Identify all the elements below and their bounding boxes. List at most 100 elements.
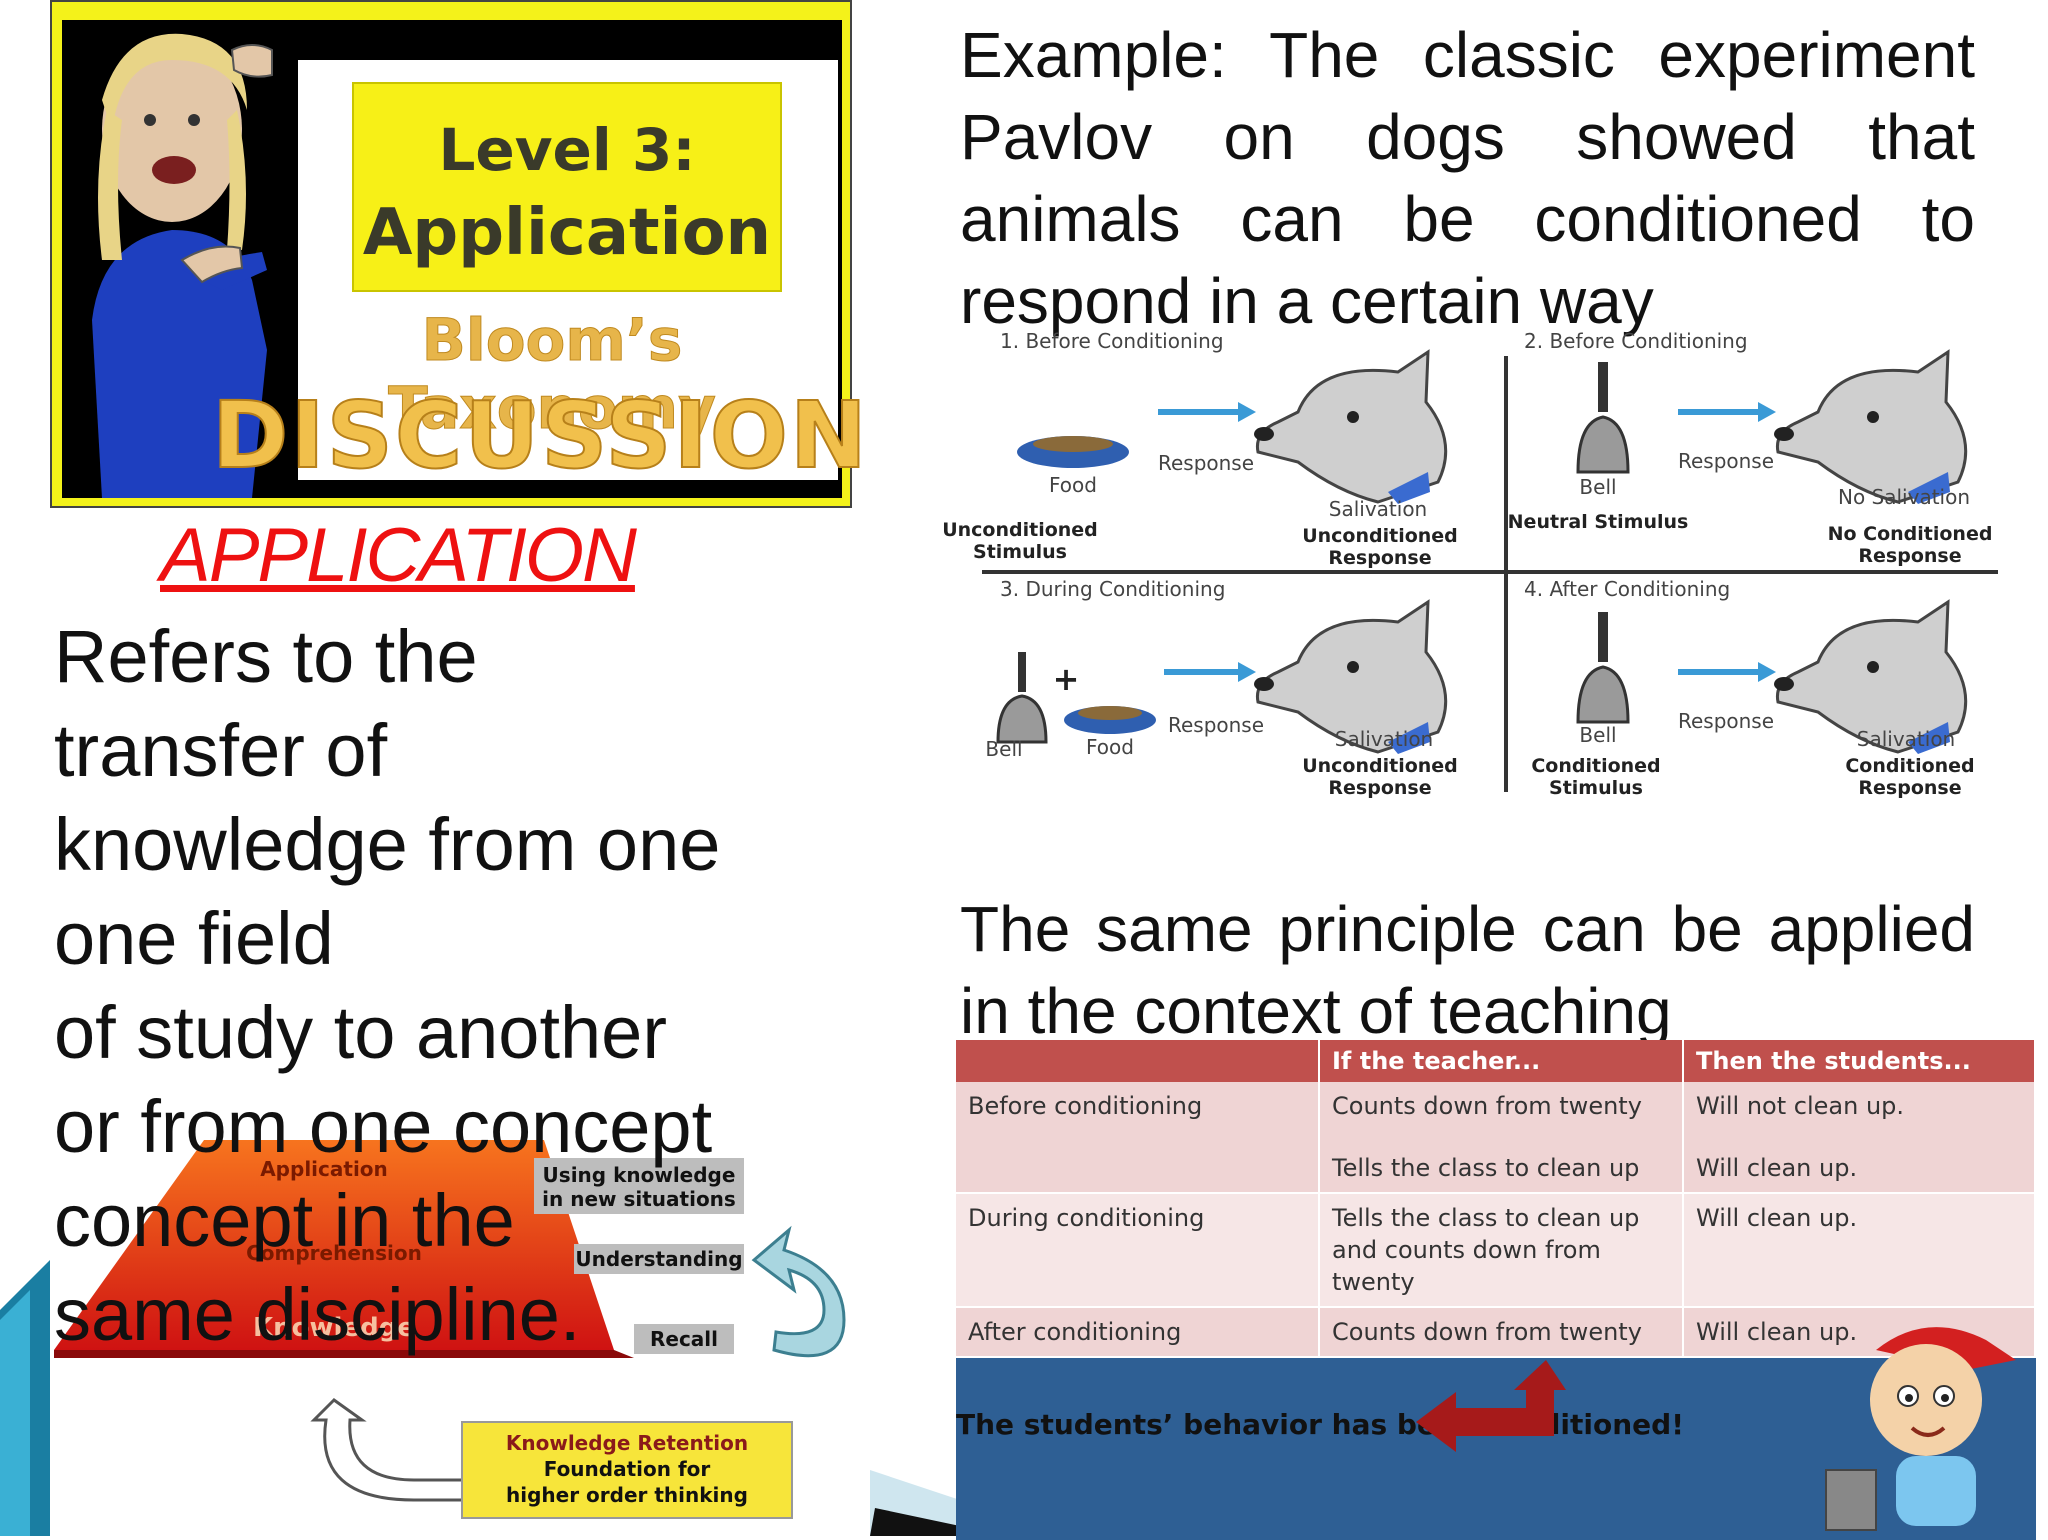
level-label: Level 3: [438,116,696,184]
panel2-right-label1: No Conditioned [1828,523,1993,545]
tag-understanding [574,1244,744,1274]
panel-before-conditioning-1: 1. Before Conditioning Food Response Unc… [942,329,1458,569]
table-cell: Will not clean up. Will clean up. [1683,1082,2036,1194]
student-response: Will not clean up. [1696,1092,1905,1120]
panel4-right-label2: Response [1858,777,1961,799]
table-row: After conditioning Counts down from twen… [956,1307,2036,1358]
discussion-label: DISCUSSION [211,381,869,490]
teacher-action: Counts down from twenty [1332,1318,1642,1346]
teacher-action: Counts down from twenty [1332,1092,1642,1120]
table-cell: Will clean up. [1683,1193,2036,1308]
panel1-object: Food [1049,473,1097,497]
panel4-right-label1: Conditioned [1845,755,1974,777]
student-response: Will clean up. [1696,1154,1858,1182]
panel3-plus: + [1053,660,1080,698]
tag-understanding-label: Understanding [575,1247,742,1271]
pyramid-level-comprehension: Comprehension [246,1241,422,1265]
panel4-left-label1: Conditioned [1531,755,1660,777]
table-cell: Before conditioning [956,1082,1320,1194]
definition-line: concept in the [54,1179,515,1262]
slide-accent-bottom [870,1470,960,1536]
bloom-banner: Level 3: Application Bloom’s Taxonomy DI… [50,0,868,508]
dog-head-icon [1774,599,1968,754]
pavlov-example: Example: The classic experiment Pavlov o… [960,19,1975,337]
panel1-left-label1: Unconditioned [942,519,1098,541]
conditioned-banner: The students’ behavior has been conditio… [956,1408,1684,1441]
table-cell: Tells the class to clean up and counts d… [1319,1193,1684,1308]
panel-during-conditioning: 3. During Conditioning Bell + Food Respo… [985,577,1457,799]
slide-accent-left [0,1260,50,1536]
taxonomy-label: Bloom’s Taxonomy [388,306,717,443]
panel3-object1: Bell [985,737,1022,761]
panel3-right-label2: Response [1328,777,1431,799]
definition-line: Refers to the [54,615,478,698]
panel1-arrow: Response [1158,451,1254,475]
bell-icon [996,652,1048,744]
table-header: If the teacher... [1319,1040,1684,1082]
student-response: Will clean up. [1696,1204,1858,1232]
application-heading: APPLICATION [160,513,637,598]
panel3-object2: Food [1086,735,1134,759]
application-definition: Refers to the transfer of knowledge from… [54,610,814,1362]
table-header: Then the students... [1683,1040,2036,1082]
dog-head-icon [1254,349,1448,504]
retention-title: Knowledge Retention [506,1431,748,1455]
phase-label: After conditioning [968,1318,1182,1346]
pavlov-diagram: 1. Before Conditioning Food Response Unc… [942,329,1998,799]
tag-using-line2: in new situations [542,1187,736,1211]
panel1-result: Salivation [1329,497,1427,521]
panel3-arrow: Response [1168,713,1264,737]
level-title: Application [362,196,772,270]
panel3-right-label1: Unconditioned [1302,755,1458,777]
pyramid-level-application: Application [260,1157,388,1181]
definition-line: of study to another [54,991,667,1074]
panel-after-conditioning: 4. After Conditioning Bell Response Cond… [1524,577,1975,799]
panel3-title: 3. During Conditioning [1000,577,1225,601]
table-cell: After conditioning [956,1307,1320,1358]
dog-head-icon [1774,349,1968,504]
red-arrow-icon [1416,1360,1566,1452]
conditioning-table: If the teacher... Then the students... B… [956,1040,2036,1358]
presenter-figure-icon [92,33,273,498]
cycle-arrow-icon [751,1225,846,1358]
panel4-result: Salivation [1857,727,1955,751]
teacher-action: and counts down from [1332,1236,1601,1264]
panel1-right-label1: Unconditioned [1302,525,1458,547]
conditioning-table-panel: If the teacher... Then the students... B… [956,1040,2036,1540]
panel3-result: Salivation [1335,727,1433,751]
table-cell: Will clean up. [1683,1307,2036,1358]
retention-arrow-icon [310,1398,476,1502]
tag-using-knowledge [534,1158,744,1214]
panel4-object: Bell [1579,723,1616,747]
table-cell: Counts down from twenty Tells the class … [1319,1082,1684,1194]
panel4-title: 4. After Conditioning [1524,577,1730,601]
table-header-row: If the teacher... Then the students... [956,1040,2036,1082]
banner-frame: Level 3: Application Bloom’s Taxonomy DI… [62,20,868,498]
definition-line: one field [54,897,334,980]
tag-recall-label: Recall [650,1327,718,1351]
definition-line: transfer of [54,709,388,792]
panel-before-conditioning-2: 2. Before Conditioning Bell Response Neu… [1508,329,1993,567]
table-cell: Counts down from twenty [1319,1307,1684,1358]
teacher-action: twenty [1332,1268,1415,1296]
panel2-right-label2: Response [1858,545,1961,567]
panel2-left-label1: Neutral Stimulus [1508,511,1689,533]
tag-recall [634,1324,734,1354]
panel1-left-label2: Stimulus [973,541,1067,563]
panel2-object: Bell [1579,475,1616,499]
definition-line: same discipline. [54,1273,581,1356]
student-response: Will clean up. [1696,1318,1858,1346]
panel4-left-label2: Stimulus [1549,777,1643,799]
tag-using-line1: Using knowledge [543,1163,736,1187]
definition-line: or from one concept [54,1085,713,1168]
table-header [956,1040,1320,1082]
teaching-principle: The same principle can be applied in the… [960,893,1975,1047]
panel4-arrow: Response [1678,709,1774,733]
pyramid-level-knowledge: Knowledge [253,1313,415,1343]
table-cell: During conditioning [956,1193,1320,1308]
pyramid-body [54,1140,614,1350]
retention-line3: higher order thinking [506,1483,748,1507]
retention-box [461,1421,793,1519]
teacher-action: Tells the class to clean up [1332,1204,1640,1232]
panel2-result: No Salivation [1838,485,1970,509]
